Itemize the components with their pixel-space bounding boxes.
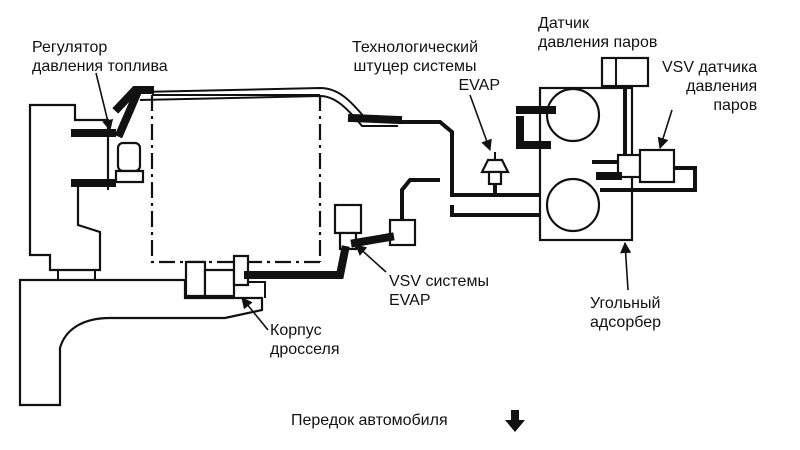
evap-vsv (244, 178, 440, 279)
vapor-sensor-vsv-label: VSV датчика давления паров (662, 59, 758, 114)
evap-service-port (480, 152, 510, 195)
intake-plenum (150, 94, 322, 298)
vapor-line-top (112, 86, 540, 217)
vehicle-front-label: Передок автомобиля (291, 412, 448, 429)
vapor-sensor-vsv (592, 148, 697, 192)
evap-vsv-label: VSV системы EVAP (389, 273, 489, 309)
charcoal-canister-label: Угольный адсорбер (590, 295, 661, 331)
throttle-body-label: Корпус дросселя (270, 322, 340, 358)
fuel-pressure-regulator (71, 90, 145, 190)
vapor-pressure-sensor (600, 56, 650, 160)
vapor-pressure-sensor-label: Датчик давления паров (538, 15, 658, 51)
fuel-pressure-regulator-label: Регулятор давления топлива (32, 39, 168, 75)
evap-service-port-label: Технологический штуцер системы EVAP (351, 39, 500, 94)
engine-block (18, 103, 264, 407)
arrow-down-icon (505, 410, 525, 432)
